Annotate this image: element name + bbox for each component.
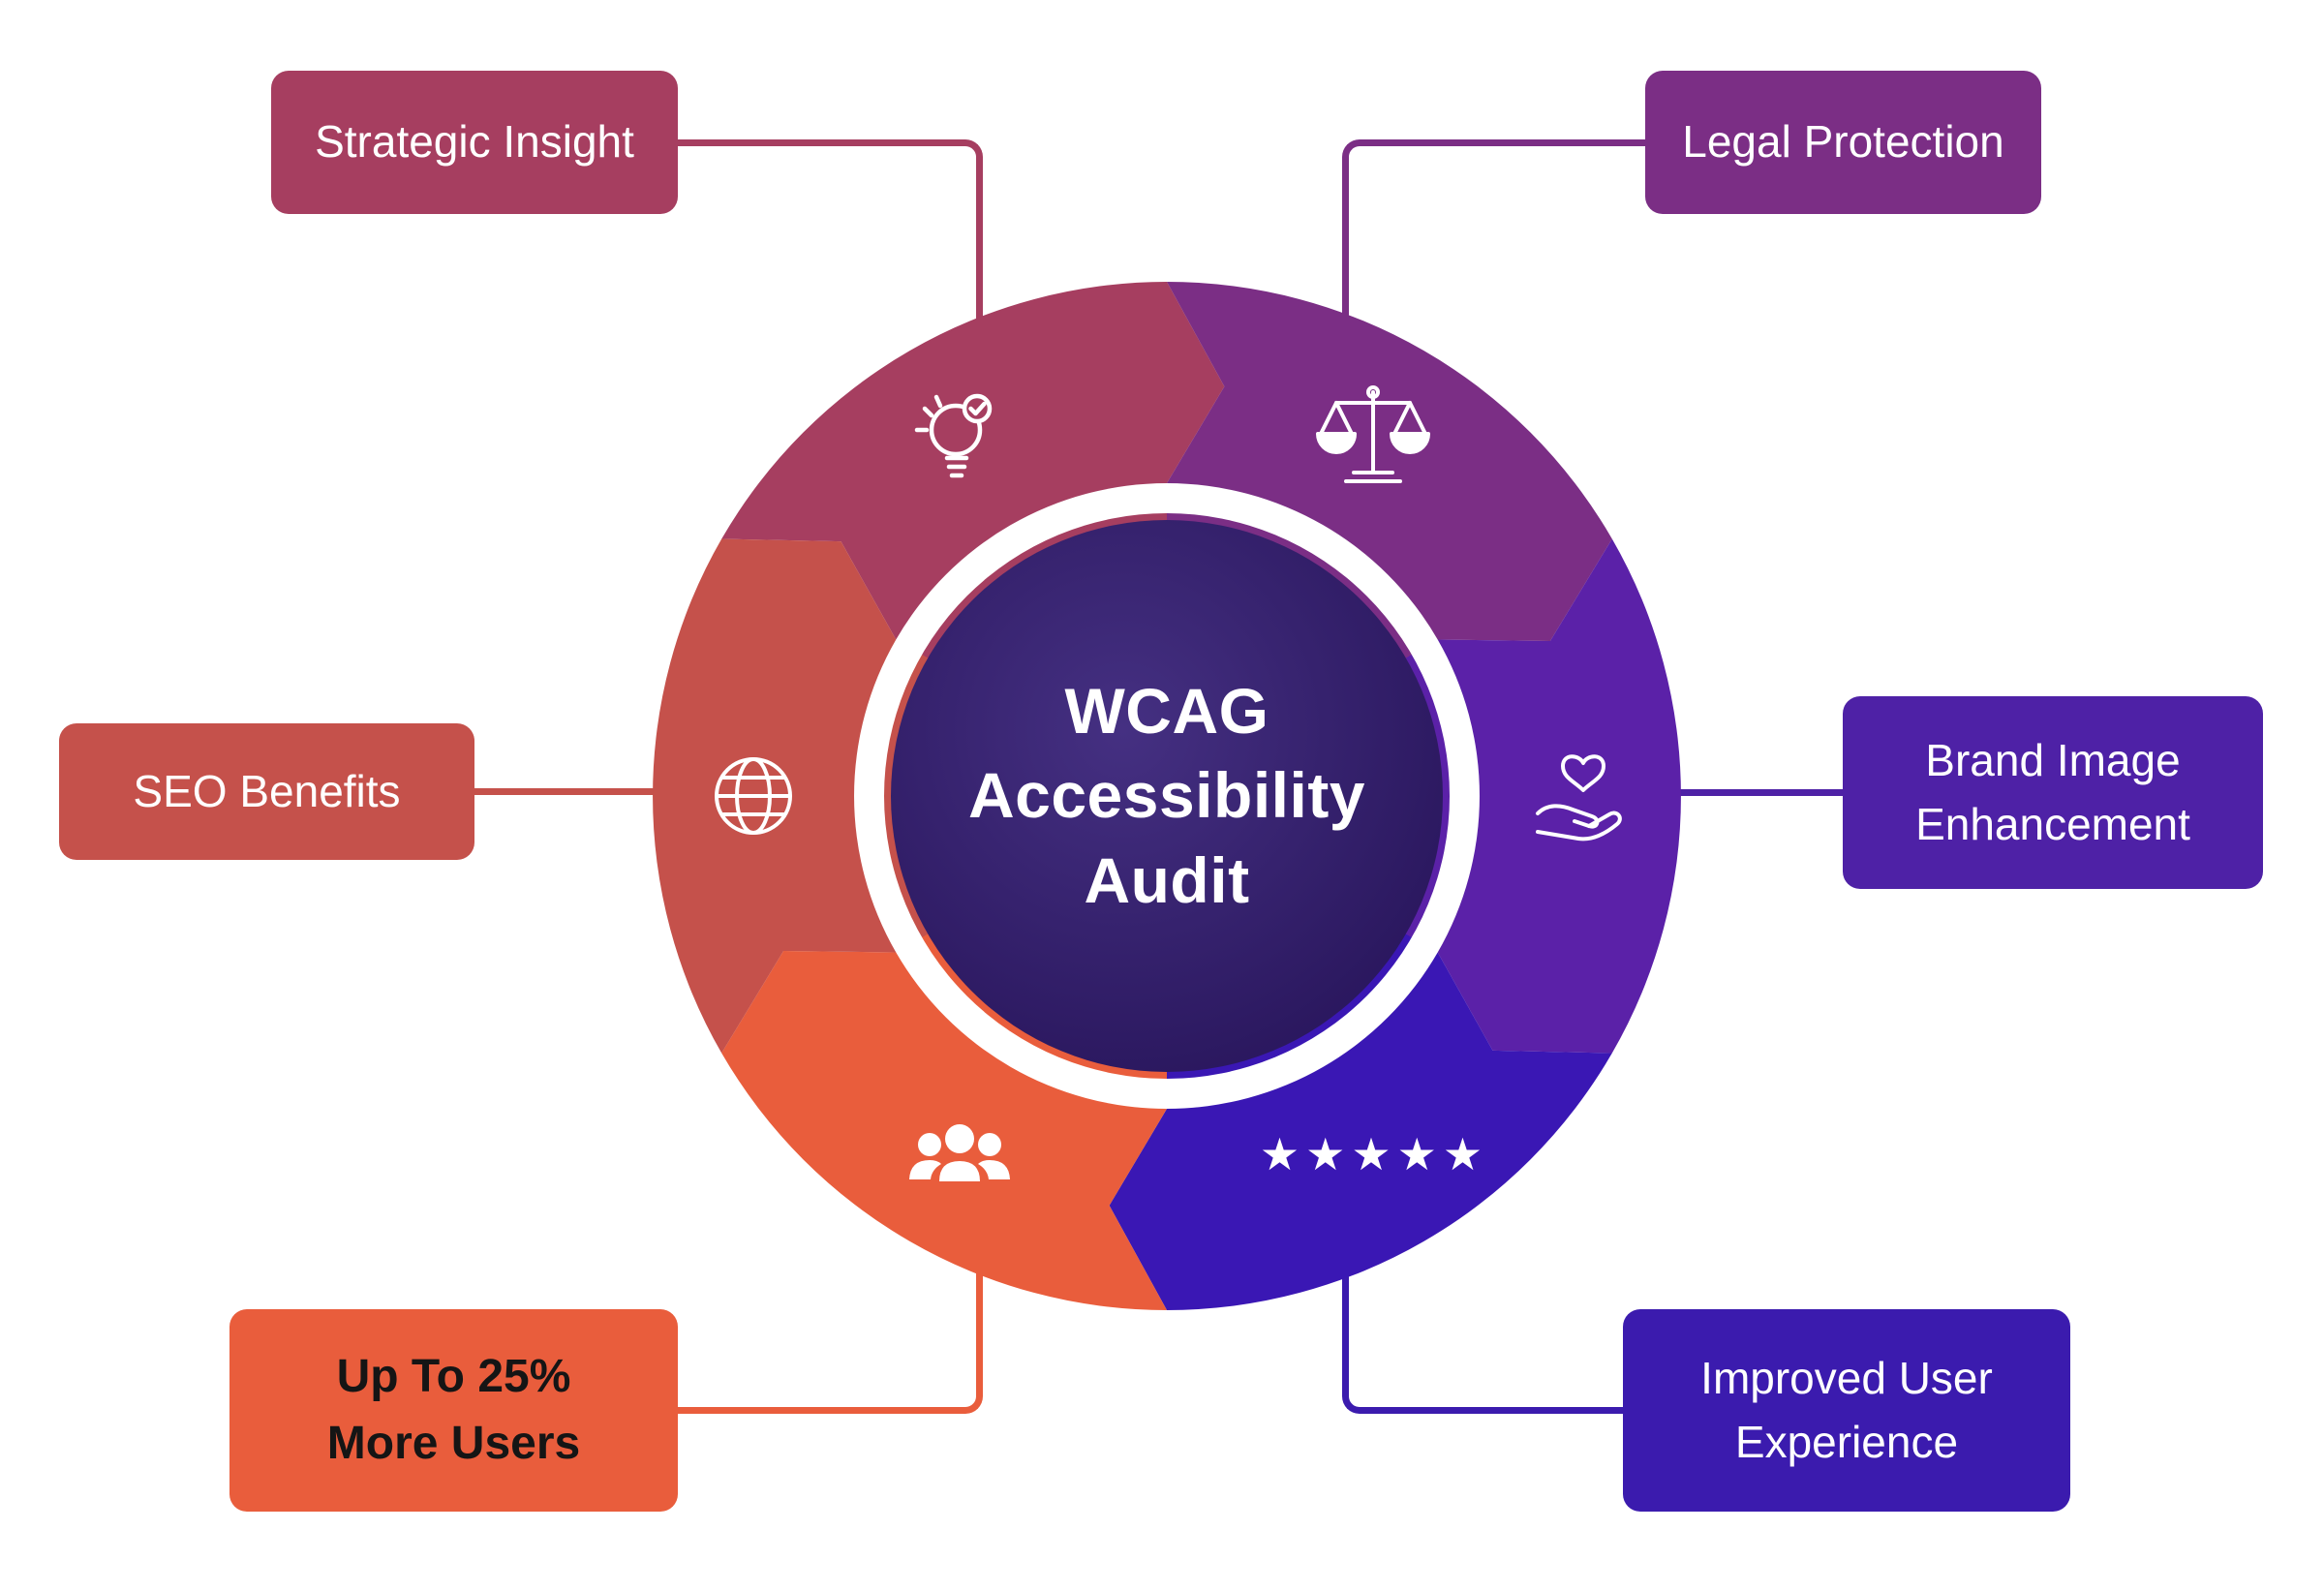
ring-segment-more-users xyxy=(721,951,1167,1310)
callout-strategic-insight: Strategic Insight xyxy=(271,71,678,214)
people-group-icon xyxy=(909,1124,1010,1181)
connector-seo-benefits xyxy=(474,788,668,795)
callout-label: Legal Protection xyxy=(1682,116,2004,168)
callout-legal-protection: Legal Protection xyxy=(1645,71,2041,214)
diagram-title: WCAG Accessibility Audit xyxy=(967,675,1366,916)
callout-label: Up To 25% More Users xyxy=(326,1351,581,1469)
center-rim: WCAG Accessibility Audit xyxy=(884,513,1450,1079)
five-stars-icon: ★★★★★ xyxy=(1259,1128,1489,1180)
callout-brand-image-enhancement: Brand Image Enhancement xyxy=(1843,696,2263,889)
center-circle: WCAG Accessibility Audit xyxy=(891,520,1443,1072)
ring-segment-improved-ux xyxy=(1109,952,1612,1310)
callout-label: SEO Benefits xyxy=(133,765,401,816)
ring-segment-brand-image xyxy=(1437,538,1681,1054)
callout-seo-benefits: SEO Benefits xyxy=(59,723,474,860)
callout-label: Brand Image Enhancement xyxy=(1915,735,2190,849)
lightbulb-check-icon xyxy=(914,393,993,478)
connector-legal-protection xyxy=(1342,139,1645,365)
ring-segment-legal-protection xyxy=(1167,282,1612,641)
connector-more-users xyxy=(678,1258,983,1414)
connector-improved-ux xyxy=(1342,1267,1623,1414)
heart-in-hand-icon xyxy=(1536,754,1622,841)
callout-label: Improved User Experience xyxy=(1700,1353,1993,1467)
callout-up-to-25-more-users: Up To 25% More Users xyxy=(229,1309,678,1512)
connector-brand-image xyxy=(1666,789,1843,796)
connector-strategic-insight xyxy=(678,139,983,355)
callout-label: Strategic Insight xyxy=(315,116,634,168)
globe-icon xyxy=(715,757,792,835)
callout-improved-user-experience: Improved User Experience xyxy=(1623,1309,2070,1512)
ring-segment-strategic-insight xyxy=(721,282,1225,640)
scales-of-justice-icon xyxy=(1316,385,1430,483)
